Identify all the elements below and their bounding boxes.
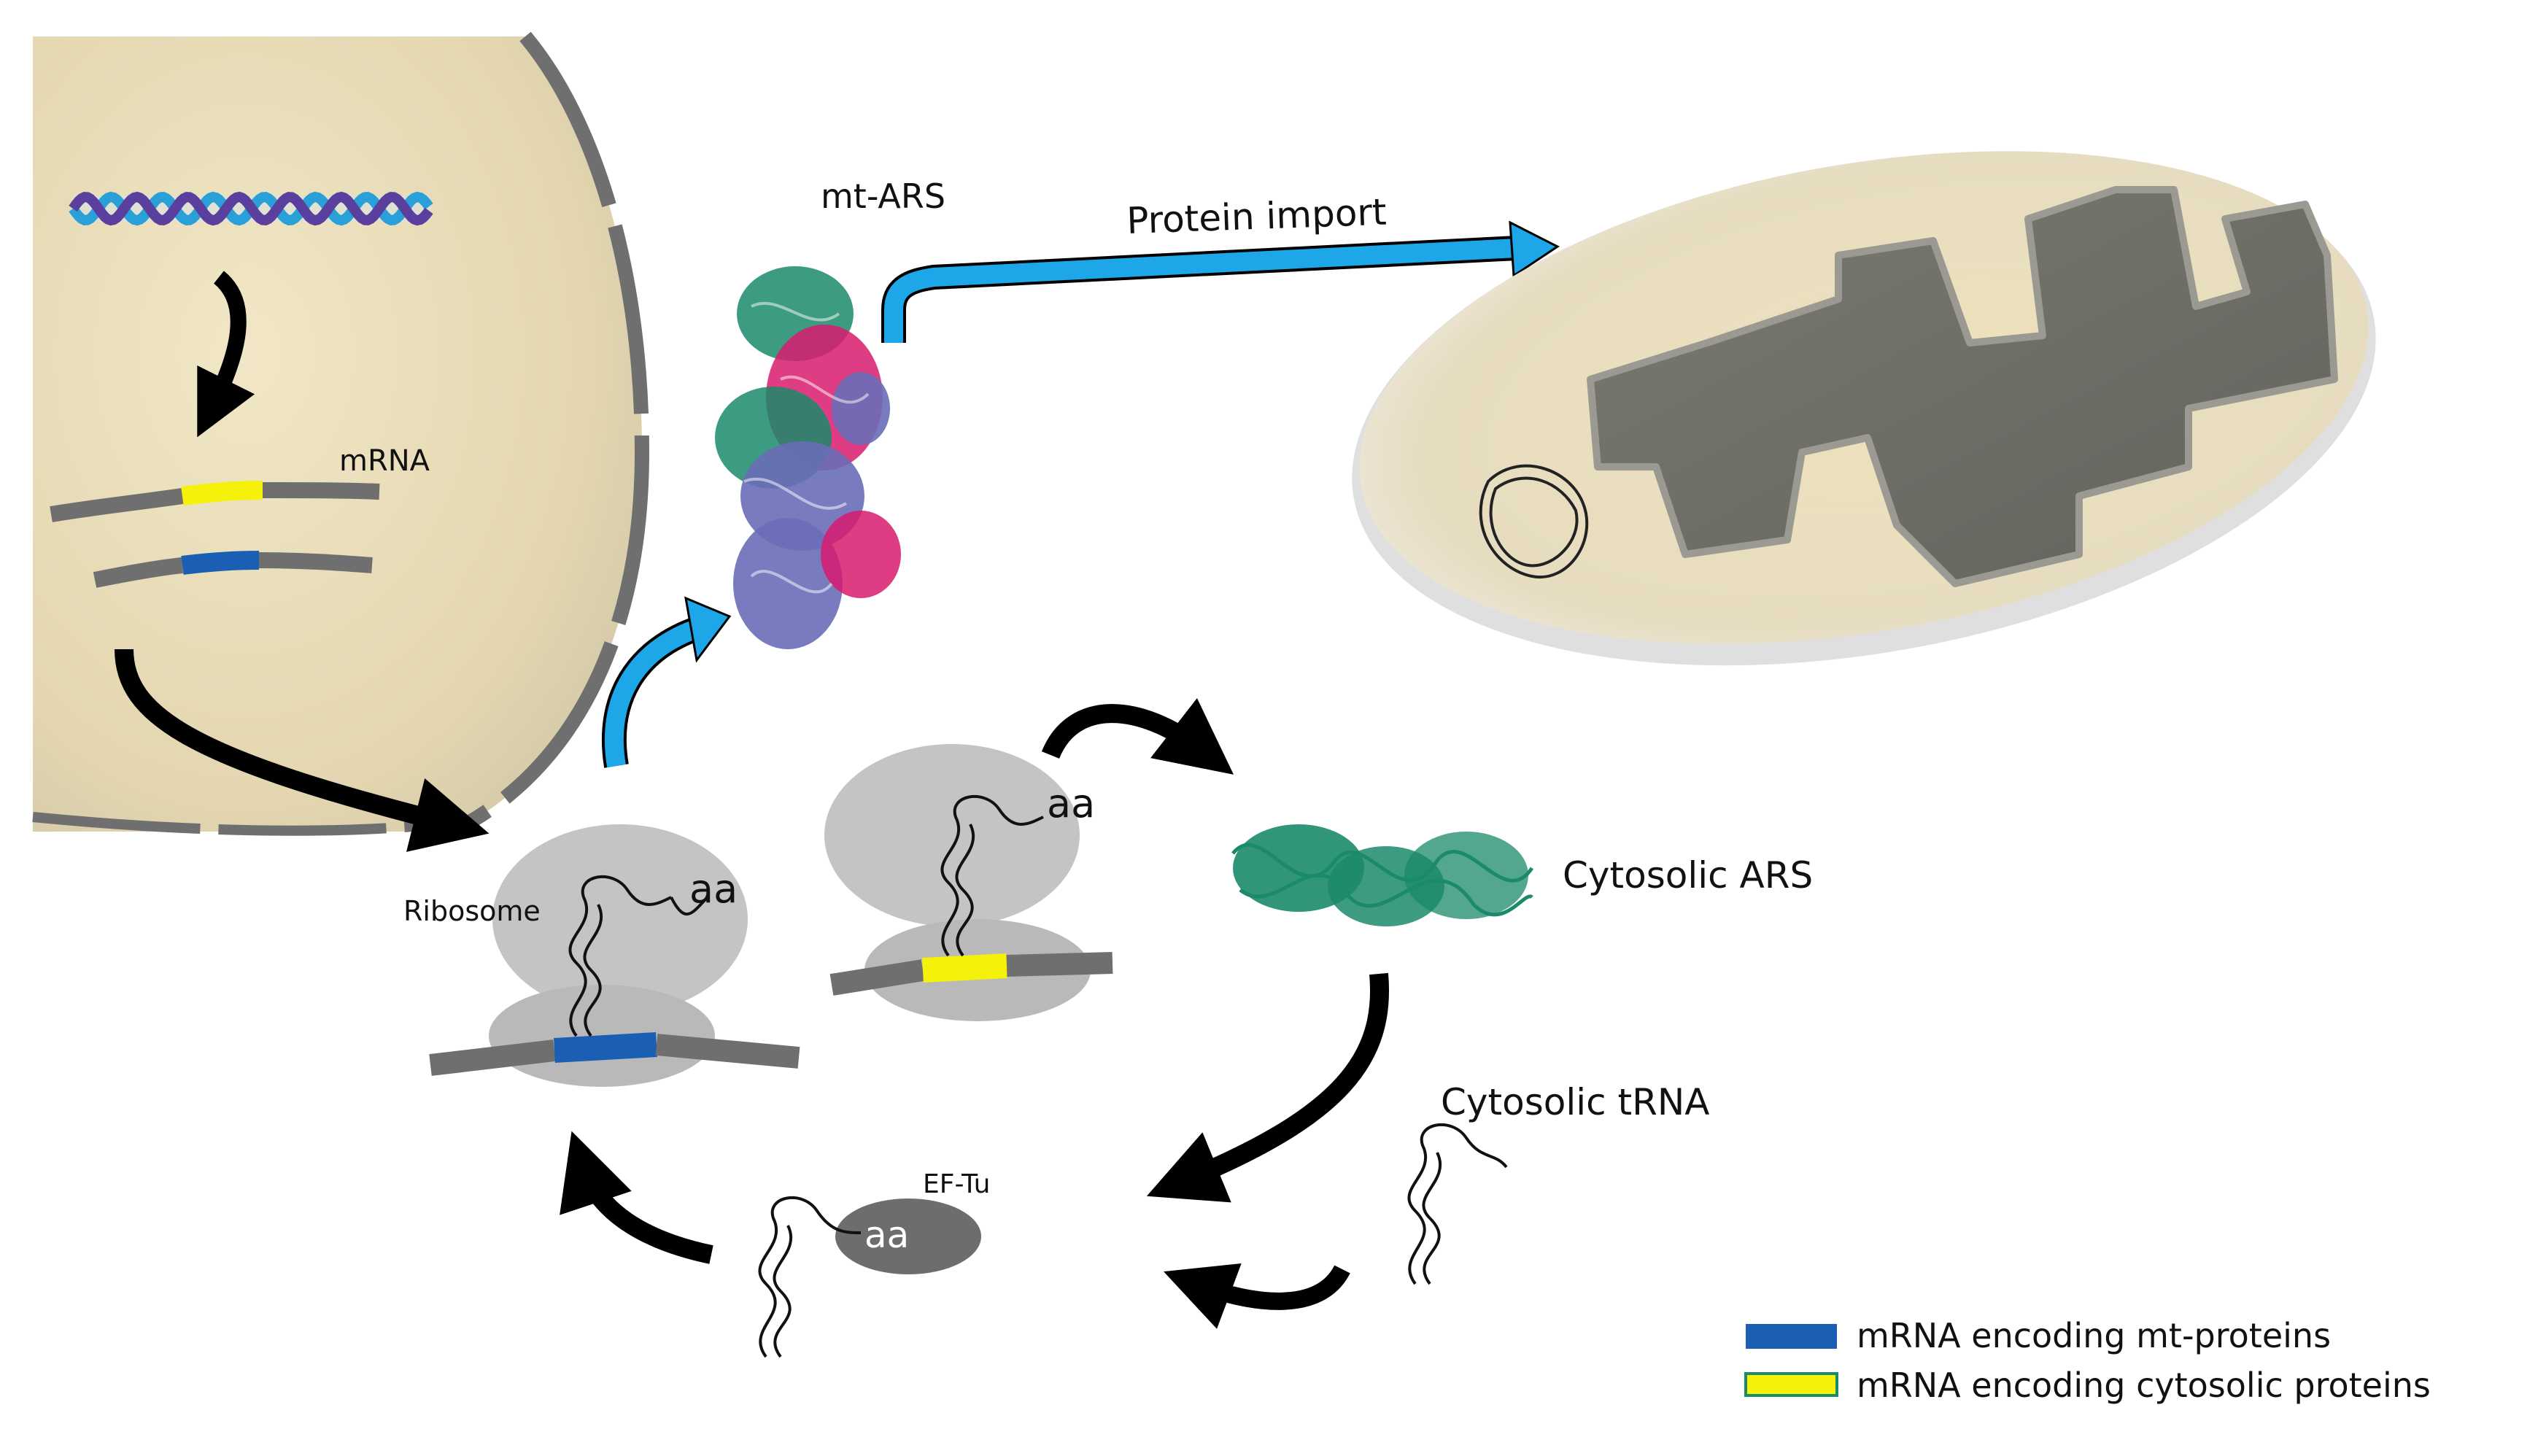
mt-ars-protein-icon bbox=[715, 266, 901, 649]
mrna-label: mRNA bbox=[339, 444, 430, 478]
legend-swatch-mt bbox=[1746, 1324, 1837, 1349]
mrna-cytosolic bbox=[50, 481, 380, 522]
ef-tu-label: EF-Tu bbox=[923, 1169, 990, 1199]
trna-arrow bbox=[1164, 1263, 1350, 1329]
aa-label-2: aa bbox=[1047, 781, 1095, 826]
cytosolic-trna-icon bbox=[1407, 1123, 1508, 1285]
mt-ars-label: mt-ARS bbox=[821, 177, 945, 216]
ribosome-2 bbox=[824, 744, 1113, 1021]
ribosome-1 bbox=[429, 824, 800, 1087]
trna-icon bbox=[568, 875, 709, 1037]
mitochondrion bbox=[1352, 151, 2376, 666]
elongation-arrow bbox=[560, 1131, 713, 1264]
delivery-arrow bbox=[1146, 972, 1389, 1203]
cytosolic-ars-protein-icon bbox=[1231, 824, 1534, 926]
legend-swatch-cytosolic bbox=[1744, 1372, 1838, 1397]
transcription-arrow bbox=[197, 271, 255, 438]
legend-label-mt: mRNA encoding mt-proteins bbox=[1857, 1316, 2331, 1355]
legend-label-cytosolic: mRNA encoding cytosolic proteins bbox=[1857, 1366, 2431, 1405]
ribosome-label: Ribosome bbox=[403, 895, 541, 927]
aa-label-eftu: aa bbox=[864, 1214, 909, 1256]
protein-import-label: Protein import bbox=[1126, 191, 1387, 242]
charging-arrow bbox=[1041, 698, 1234, 775]
mito-cristae bbox=[1587, 186, 2338, 587]
dna-helix-icon bbox=[69, 191, 433, 226]
aa-label-1: aa bbox=[689, 866, 738, 912]
mrna-mt bbox=[93, 551, 373, 588]
legend: mRNA encoding mt-proteins mRNA encoding … bbox=[1744, 1316, 2431, 1405]
nucleus bbox=[32, 31, 650, 838]
trna-icon bbox=[758, 1196, 862, 1358]
export-arrow bbox=[115, 648, 490, 852]
trna-icon bbox=[940, 795, 1044, 957]
cytosolic-trna-label: Cytosolic tRNA bbox=[1441, 1081, 1709, 1123]
mtdna-icon bbox=[1479, 464, 1589, 579]
cytosolic-ars-label: Cytosolic ARS bbox=[1563, 854, 1813, 897]
ef-tu-complex bbox=[758, 1196, 981, 1358]
